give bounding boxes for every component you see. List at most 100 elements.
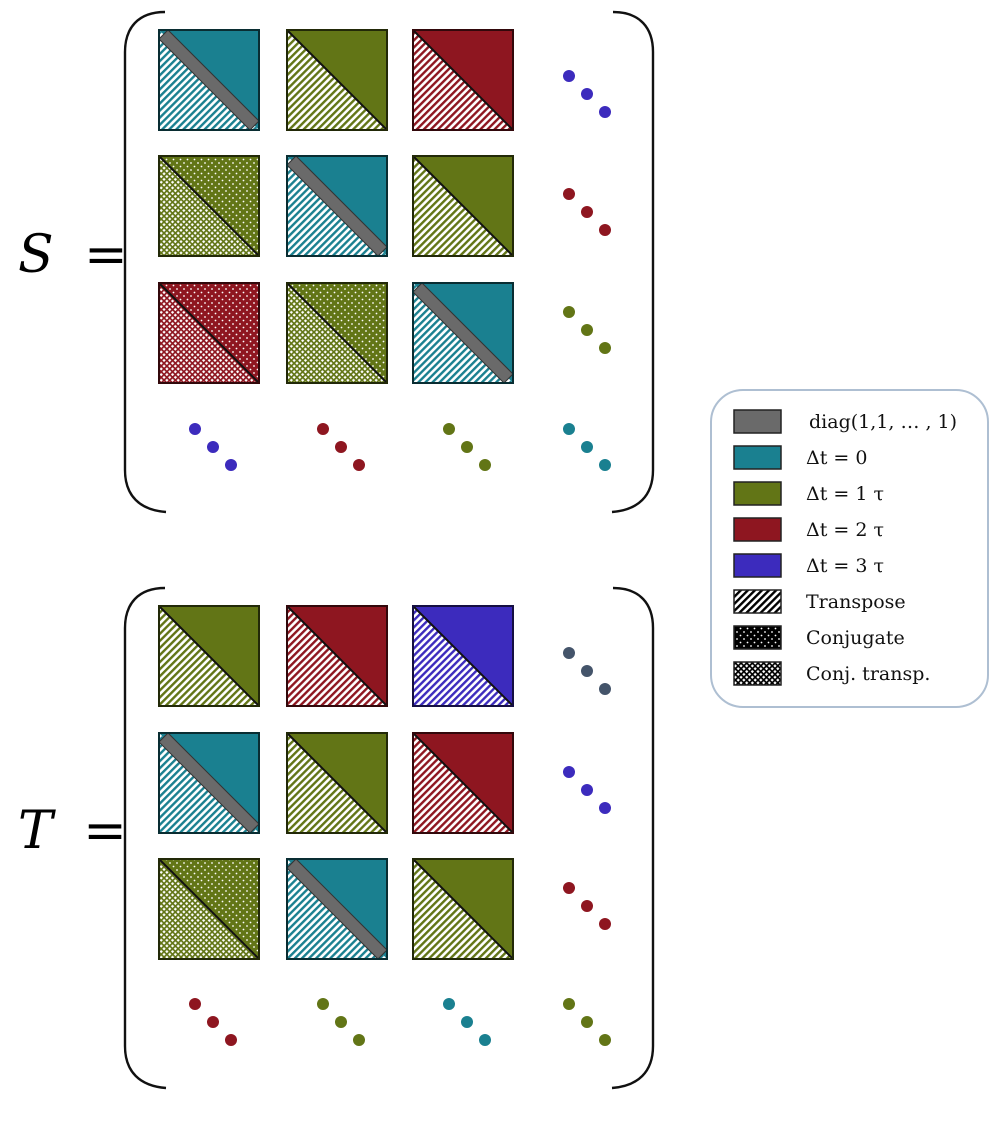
legend-label-5: Transpose (806, 591, 906, 613)
matrix-s-cell-1-0-diagonal (158, 155, 260, 257)
matrix-t-cell-3-0 (189, 998, 237, 1046)
matrix-t-cell-0-3-dot-1 (581, 665, 593, 677)
matrix-s-cell-3-2-dot-1 (461, 441, 473, 453)
matrix-t-cell-3-3-dot-1 (581, 1016, 593, 1028)
matrix-s-cell-2-3-dot-2 (599, 342, 611, 354)
matrix-t-cell-3-3-dot-2 (599, 1034, 611, 1046)
matrix-t-cell-1-3-dot-0 (563, 766, 575, 778)
matrix-s-cell-2-1-diagonal (286, 282, 388, 384)
matrix-s-cell-0-1 (286, 29, 388, 131)
matrix-t-cell-0-0 (158, 605, 260, 707)
matrix-t-cells (158, 605, 611, 1046)
matrix-s-cell-2-3-dot-0 (563, 306, 575, 318)
legend-label-2: Δt = 1 τ (806, 483, 884, 505)
matrix-t-cell-3-3-dot-0 (563, 998, 575, 1010)
legend-item-7: Conj. transp. (733, 661, 930, 686)
legend-label-7: Conj. transp. (806, 663, 930, 685)
matrix-s-left-bracket (123, 10, 167, 514)
matrix-t-cell-2-0-diagonal (158, 858, 260, 960)
matrix-t-cell-1-0 (158, 732, 260, 834)
matrix-s-equals: = (84, 225, 128, 285)
matrix-s-cell-1-3-dot-1 (581, 206, 593, 218)
matrix-s-cell-3-1 (317, 423, 365, 471)
matrix-t-cell-0-2-diagonal (412, 605, 514, 707)
matrix-s-cell-2-3-dot-1 (581, 324, 593, 336)
matrix-s-cell-1-2-diagonal (412, 155, 514, 257)
legend-item-1: Δt = 0 (733, 445, 867, 470)
matrix-t-cell-2-0-border (158, 858, 260, 960)
legend-swatch-5 (733, 589, 782, 614)
matrix-t-cell-3-1-dot-1 (335, 1016, 347, 1028)
matrix-s-cell-3-0-dot-1 (207, 441, 219, 453)
matrix-s-cell-2-1 (286, 282, 388, 384)
legend-items: diag(1,1, … , 1)Δt = 0Δt = 1 τΔt = 2 τΔt… (733, 409, 957, 686)
matrix-s-cell-3-2-dot-0 (443, 423, 455, 435)
matrix-t-cell-3-2-dot-2 (479, 1034, 491, 1046)
matrix-t-cell-2-3-dot-0 (563, 882, 575, 894)
matrix-s-cell-3-3-dot-0 (563, 423, 575, 435)
matrix-t-cell-2-3-dot-1 (581, 900, 593, 912)
matrix-s-cell-3-1-dot-2 (353, 459, 365, 471)
legend-swatch-0 (733, 409, 782, 434)
matrix-t-cell-3-2 (443, 998, 491, 1046)
matrix-t-cell-2-1-border (286, 858, 388, 960)
legend-label-6: Conjugate (806, 627, 905, 649)
matrix-s-cell-0-3-dot-0 (563, 70, 575, 82)
matrix-s-cell-3-1-dot-1 (335, 441, 347, 453)
matrix-t-var: T (18, 801, 56, 861)
legend-item-0: diag(1,1, … , 1) (733, 409, 957, 434)
matrix-t-cell-0-2 (412, 605, 514, 707)
matrix-t-cell-0-1-border (286, 605, 388, 707)
matrix-s: S = (18, 10, 655, 514)
matrix-t-cell-3-2-dot-1 (461, 1016, 473, 1028)
matrix-t-cell-0-3-dot-0 (563, 647, 575, 659)
matrix-s-cell-2-2 (412, 282, 514, 384)
legend-item-6: Conjugate (733, 625, 905, 650)
matrix-s-cell-3-1-dot-0 (317, 423, 329, 435)
matrix-s-cell-1-3-dot-2 (599, 224, 611, 236)
matrix-s-cell-0-2 (412, 29, 514, 131)
matrix-t-cell-1-1-diagonal (286, 732, 388, 834)
legend-box (710, 389, 989, 708)
matrix-t-cell-2-2-border (412, 858, 514, 960)
matrix-s-cell-2-1-border (286, 282, 388, 384)
matrix-t-equals: = (83, 801, 127, 861)
matrix-s-cell-2-3 (563, 306, 611, 354)
matrix-t-cell-2-2-diagonal (412, 858, 514, 960)
matrix-t-cell-3-0-dot-0 (189, 998, 201, 1010)
matrix-s-var: S (18, 225, 54, 285)
matrix-t-cell-1-3-dot-1 (581, 784, 593, 796)
matrix-t-left-bracket (123, 586, 167, 1090)
matrix-t-cell-0-1-diagonal (286, 605, 388, 707)
legend-item-3: Δt = 2 τ (733, 517, 884, 542)
matrix-s-cell-0-2-diagonal (412, 29, 514, 131)
matrix-s-cell-3-3-dot-2 (599, 459, 611, 471)
legend-swatch-1 (733, 445, 782, 470)
matrix-s-cell-0-1-diagonal (286, 29, 388, 131)
matrix-s-cell-0-2-border (412, 29, 514, 131)
legend-swatch-3 (733, 517, 782, 542)
matrix-s-cell-1-1 (286, 155, 388, 257)
matrix-t-cell-1-2-diagonal (412, 732, 514, 834)
matrix-t-cell-0-0-diagonal (158, 605, 260, 707)
matrix-s-cell-1-0-border (158, 155, 260, 257)
matrix-t-cell-0-0-border (158, 605, 260, 707)
legend: diag(1,1, … , 1)Δt = 0Δt = 1 τΔt = 2 τΔt… (710, 389, 989, 708)
matrix-t-cell-3-1 (317, 998, 365, 1046)
matrix-t: T = (18, 586, 655, 1090)
matrix-t-cell-3-0-dot-2 (225, 1034, 237, 1046)
matrix-t-cell-0-3-dot-2 (599, 683, 611, 695)
matrix-t-cell-2-3 (563, 882, 611, 930)
matrix-s-cell-3-2-dot-2 (479, 459, 491, 471)
matrix-s-cell-1-1-border (286, 155, 388, 257)
matrix-s-cell-0-3 (563, 70, 611, 118)
matrix-t-cell-2-1 (286, 858, 388, 960)
matrix-t-cell-1-1-border (286, 732, 388, 834)
matrix-t-cell-1-1 (286, 732, 388, 834)
matrix-s-cell-1-2-border (412, 155, 514, 257)
legend-item-2: Δt = 1 τ (733, 481, 884, 506)
legend-label-3: Δt = 2 τ (806, 519, 884, 541)
matrix-s-cell-3-0 (189, 423, 237, 471)
matrix-t-cell-3-0-dot-1 (207, 1016, 219, 1028)
